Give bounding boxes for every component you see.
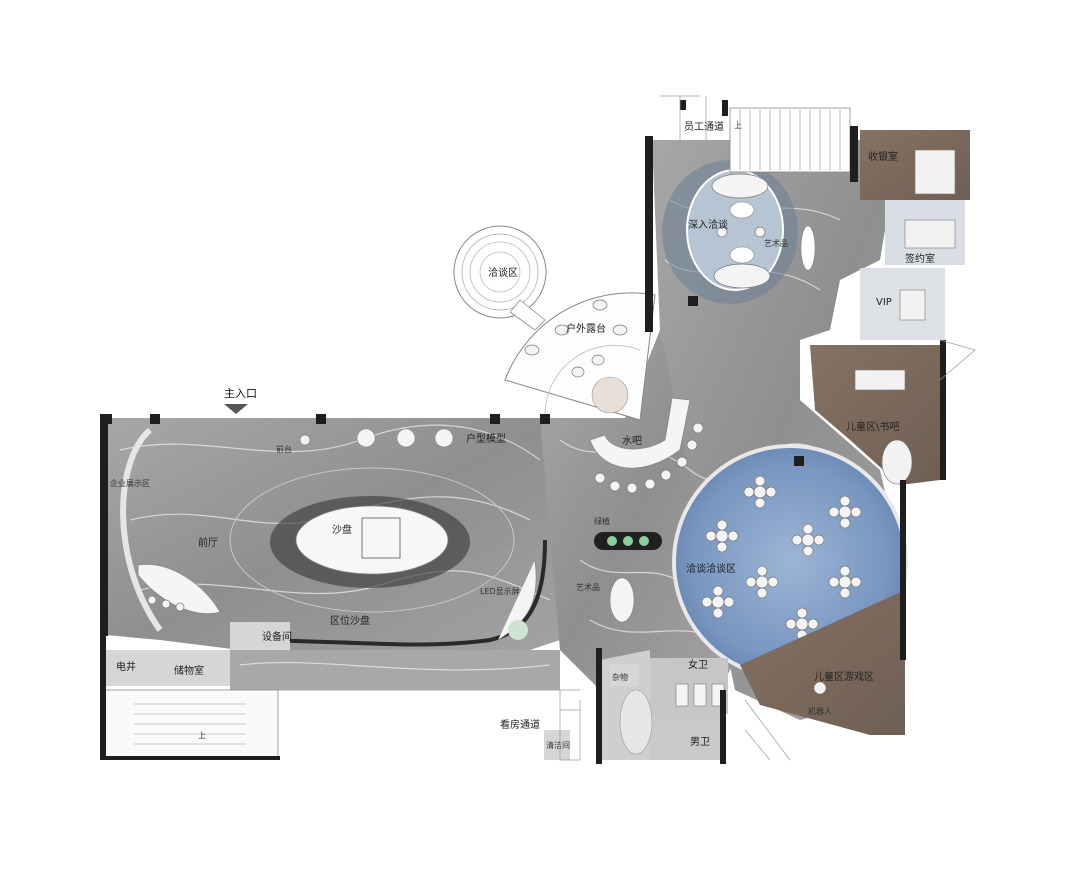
- outer-lines: [230, 95, 976, 761]
- elevator-label: 电井: [116, 660, 136, 673]
- main-entrance: 主入口: [224, 387, 257, 414]
- service-rooms: 设备间 电井 储物室 上: [101, 622, 292, 759]
- negotiation-pavilion: 洽谈区: [453, 225, 547, 331]
- entrance-arrow-icon: [224, 404, 248, 414]
- east-rooms: 收银室 签约室 VIP: [860, 130, 970, 340]
- signing-room-label: 签约室: [905, 252, 935, 265]
- green-wall-label: 绿植: [594, 516, 610, 526]
- sand-table-label: 沙盘: [332, 523, 352, 536]
- cashier-label: 收银室: [868, 150, 898, 163]
- kids-reading-label: 儿童区\书吧: [846, 420, 899, 433]
- janitor-label: 杂物: [612, 672, 628, 682]
- kids-reading-area: 儿童区\书吧: [810, 345, 940, 485]
- water-bar-label: 水吧: [622, 435, 642, 447]
- corporate-display-label: 企业展示区: [110, 478, 150, 488]
- reception-label: 前台: [276, 444, 292, 454]
- equipment-room-label: 设备间: [262, 630, 292, 643]
- staff-stair: 上 员工通道: [684, 107, 851, 173]
- robot-label: 机器人: [808, 706, 832, 716]
- casual-talk-label: 洽谈洽谈区: [686, 562, 736, 575]
- location-sand-table-label: 区位沙盘: [330, 614, 370, 627]
- west-wing-features: 企业展示区 前台 前厅 户型模型 沙盘 LED显示屏 区位沙盘 绿植 艺术品: [110, 427, 662, 647]
- cleaning-label: 清洁间: [546, 740, 570, 750]
- in-depth-talk-label: 深入洽谈: [688, 218, 728, 231]
- stair-up-top-label: 上: [734, 121, 742, 130]
- art-piece-mid-label: 艺术品: [576, 582, 600, 592]
- unit-model-label: 户型模型: [466, 432, 506, 445]
- storage-label: 储物室: [174, 664, 204, 677]
- art-piece-top-label: 艺术品: [764, 238, 788, 248]
- vip-label: VIP: [876, 297, 892, 308]
- female-wc-label: 女卫: [688, 658, 708, 671]
- hall-label: 前厅: [198, 536, 218, 549]
- outdoor-terrace-label: 户外露台: [566, 322, 606, 335]
- viewing-passage-label: 看房通道: [500, 718, 540, 731]
- kids-play-label: 儿童区游戏区: [814, 670, 874, 683]
- male-wc-label: 男卫: [690, 736, 710, 748]
- led-screen-label: LED显示屏: [480, 587, 520, 596]
- stair-up-bottom-label: 上: [198, 731, 206, 740]
- water-bar: 水吧: [589, 397, 704, 494]
- walls: [100, 100, 946, 764]
- in-depth-talk-area: 深入洽谈 艺术品: [662, 160, 816, 304]
- negotiation-zone-label: 洽谈区: [488, 266, 518, 279]
- restrooms: 看房通道 清洁间 杂物 女卫 男卫: [500, 650, 728, 760]
- kids-play-area: 儿童区游戏区 机器人: [740, 590, 905, 735]
- staff-passage-label: 员工通道: [684, 120, 724, 133]
- main-entrance-label: 主入口: [224, 387, 257, 400]
